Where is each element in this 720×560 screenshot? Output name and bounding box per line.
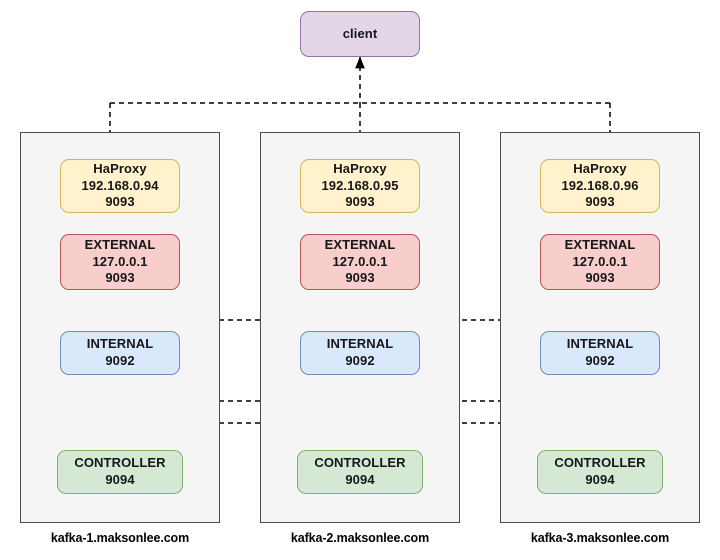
node-internal-kafka-1[interactable]: INTERNAL 9092 xyxy=(60,331,180,375)
haproxy-name: HaProxy xyxy=(333,161,387,177)
internal-name: INTERNAL xyxy=(566,336,634,352)
haproxy-ip: 192.168.0.94 xyxy=(81,177,159,193)
client-label: client xyxy=(342,25,378,41)
node-client[interactable]: client xyxy=(300,11,420,57)
haproxy-name: HaProxy xyxy=(93,161,147,177)
external-ip: 127.0.0.1 xyxy=(92,253,148,269)
external-ip: 127.0.0.1 xyxy=(332,253,388,269)
hostname-label-kafka-2: kafka-2.maksonlee.com xyxy=(290,531,430,545)
external-name: EXTERNAL xyxy=(564,237,636,253)
controller-name: CONTROLLER xyxy=(314,455,406,471)
controller-port: 9094 xyxy=(105,472,135,487)
internal-name: INTERNAL xyxy=(86,336,154,352)
external-ip: 127.0.0.1 xyxy=(572,253,628,269)
external-name: EXTERNAL xyxy=(84,237,156,253)
node-controller-kafka-1[interactable]: CONTROLLER 9094 xyxy=(57,450,183,494)
external-port: 9093 xyxy=(345,270,375,286)
controller-name: CONTROLLER xyxy=(554,455,646,471)
node-internal-kafka-2[interactable]: INTERNAL 9092 xyxy=(300,331,420,375)
hostname-label-kafka-3: kafka-3.maksonlee.com xyxy=(530,531,670,545)
node-haproxy-kafka-3[interactable]: HaProxy 192.168.0.96 9093 xyxy=(540,159,660,213)
hostname-label-kafka-1: kafka-1.maksonlee.com xyxy=(50,531,190,545)
external-name: EXTERNAL xyxy=(324,237,396,253)
node-internal-kafka-3[interactable]: INTERNAL 9092 xyxy=(540,331,660,375)
haproxy-port: 9093 xyxy=(585,194,615,210)
haproxy-port: 9093 xyxy=(105,194,135,210)
haproxy-name: HaProxy xyxy=(573,161,627,177)
node-haproxy-kafka-2[interactable]: HaProxy 192.168.0.95 9093 xyxy=(300,159,420,213)
haproxy-port: 9093 xyxy=(345,194,375,210)
internal-port: 9092 xyxy=(105,353,135,368)
haproxy-ip: 192.168.0.95 xyxy=(321,177,399,193)
node-haproxy-kafka-1[interactable]: HaProxy 192.168.0.94 9093 xyxy=(60,159,180,213)
node-controller-kafka-3[interactable]: CONTROLLER 9094 xyxy=(537,450,663,494)
controller-name: CONTROLLER xyxy=(74,455,166,471)
node-external-kafka-2[interactable]: EXTERNAL 127.0.0.1 9093 xyxy=(300,234,420,290)
haproxy-ip: 192.168.0.96 xyxy=(561,177,639,193)
internal-port: 9092 xyxy=(585,353,615,368)
external-port: 9093 xyxy=(585,270,615,286)
controller-port: 9094 xyxy=(345,472,375,487)
node-controller-kafka-2[interactable]: CONTROLLER 9094 xyxy=(297,450,423,494)
external-port: 9093 xyxy=(105,270,135,286)
controller-port: 9094 xyxy=(585,472,615,487)
node-external-kafka-3[interactable]: EXTERNAL 127.0.0.1 9093 xyxy=(540,234,660,290)
internal-port: 9092 xyxy=(345,353,375,368)
node-external-kafka-1[interactable]: EXTERNAL 127.0.0.1 9093 xyxy=(60,234,180,290)
internal-name: INTERNAL xyxy=(326,336,394,352)
